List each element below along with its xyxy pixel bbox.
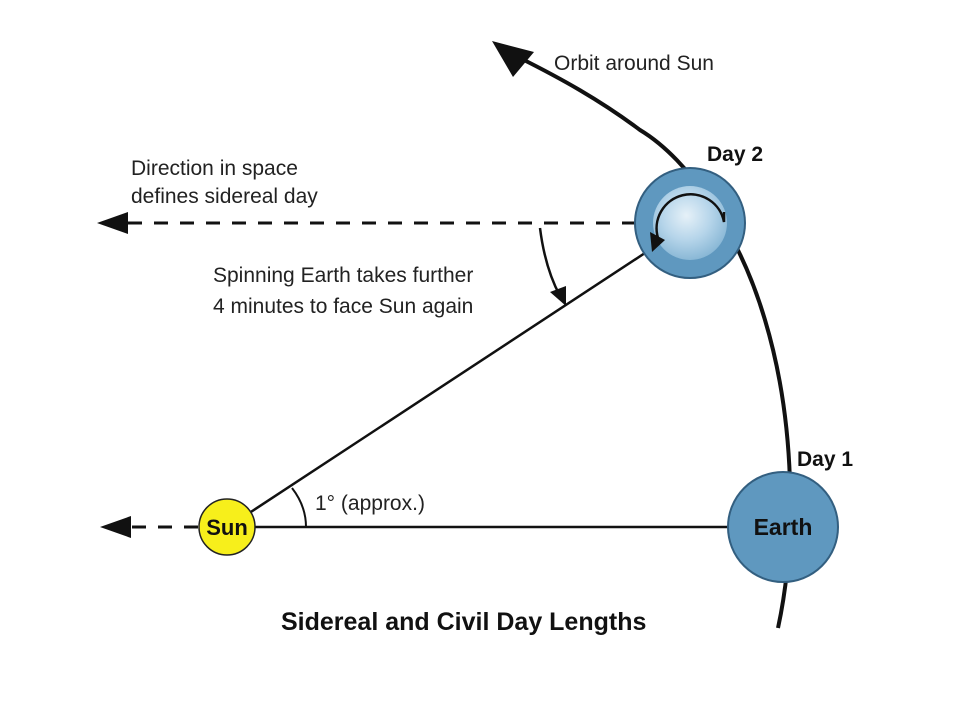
direction-label-line1: Direction in space xyxy=(131,157,298,180)
sidereal-direction-arrowhead xyxy=(97,212,128,234)
day2-label: Day 2 xyxy=(707,143,763,166)
spin-arrow xyxy=(655,193,726,239)
diagram-title: Sidereal and Civil Day Lengths xyxy=(281,608,646,636)
sun-earth-day2-line xyxy=(227,251,646,529)
direction-label-line2: defines sidereal day xyxy=(131,185,318,208)
orbit-arrowhead xyxy=(492,41,534,77)
spin-label-line2: 4 minutes to face Sun again xyxy=(213,295,473,318)
extra-rotation-arrow xyxy=(538,227,562,297)
sun-direction-arrowhead xyxy=(100,516,131,538)
earth-day1-body xyxy=(727,471,839,583)
earth-label: Earth xyxy=(754,514,813,540)
day1-label: Day 1 xyxy=(797,448,853,471)
sun-body xyxy=(198,498,256,556)
sun-label: Sun xyxy=(206,515,248,540)
spin-label-line1: Spinning Earth takes further xyxy=(213,264,473,287)
spin-arrowhead xyxy=(650,232,665,252)
orbit-label: Orbit around Sun xyxy=(554,52,714,75)
angle-arc xyxy=(291,487,307,528)
extra-rotation-arrowhead xyxy=(550,286,566,306)
angle-label: 1° (approx.) xyxy=(315,492,425,515)
earth-day2-inner xyxy=(653,186,727,260)
